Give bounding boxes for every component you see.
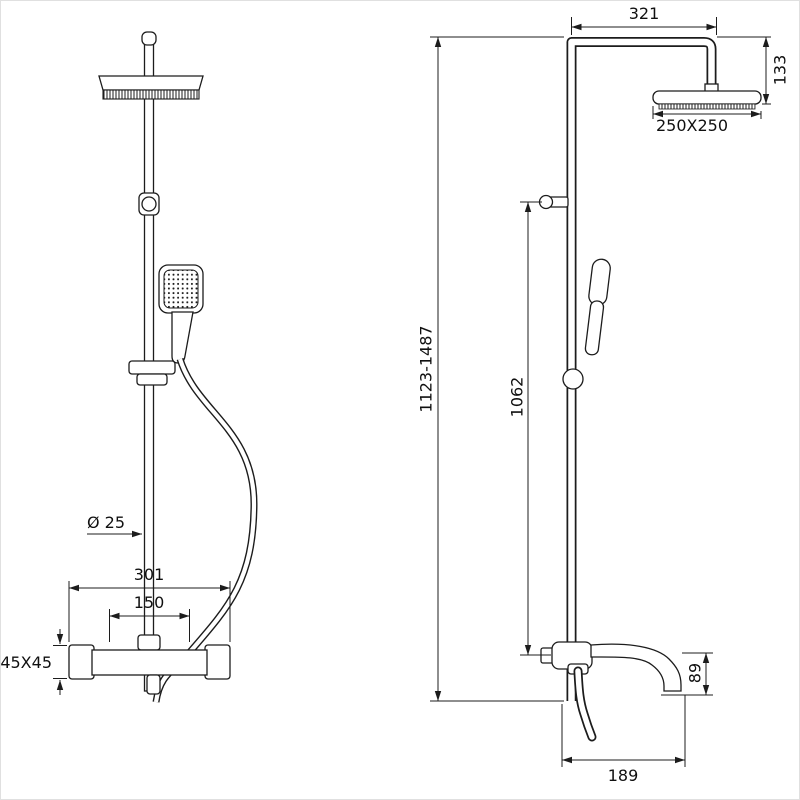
side-hand-shower-head — [588, 258, 611, 306]
dim-inlet-spacing: 150 — [109, 593, 190, 642]
dim-height-range: 1123-1487 — [417, 36, 564, 702]
dim-mixer-width: 301 — [68, 565, 231, 642]
dim-head-drop: 133 — [717, 36, 790, 105]
slider-bracket-upper — [128, 360, 176, 375]
slider-bracket-lower — [136, 373, 168, 386]
side-hand-shower — [584, 258, 611, 356]
dim-mixer-profile: 45X45 — [1, 629, 67, 695]
dim-pipe-diameter: Ø 25 — [87, 513, 142, 538]
hand-shower-handle — [171, 311, 194, 364]
dim-head-size: 250X250 — [652, 106, 762, 135]
dim-spout-height: 89 — [661, 652, 713, 696]
arm-reach-label: 321 — [629, 4, 660, 23]
riser-height-label: 1062 — [508, 377, 527, 418]
side-hand-shower-handle — [584, 300, 605, 356]
side-rain-head — [652, 90, 762, 105]
mixer-profile-label: 45X45 — [1, 653, 52, 672]
mixer-left-cap — [68, 644, 95, 680]
mixer-top-connector — [137, 634, 161, 651]
mixer-right-cap — [204, 644, 231, 680]
mixer-hose-outlet — [146, 674, 161, 695]
dim-spout-reach: 189 — [561, 695, 686, 785]
rain-head-plate — [98, 75, 204, 91]
spout-reach-label: 189 — [608, 766, 639, 785]
side-rain-head-face — [658, 103, 756, 110]
side-lever-inner — [575, 668, 595, 740]
rain-head-face — [102, 89, 200, 100]
inlet-spacing-label: 150 — [134, 593, 165, 612]
front-view: Ø 25 301 150 45X45 — [1, 31, 258, 703]
spout-height-label: 89 — [686, 663, 705, 683]
side-slider-knob — [562, 368, 584, 390]
head-size-label: 250X250 — [656, 116, 728, 135]
dim-arm-reach: 321 — [571, 4, 717, 35]
pipe-top-cap — [141, 31, 157, 46]
mixer-width-label: 301 — [134, 565, 165, 584]
pipe-diameter-label: Ø 25 — [87, 513, 125, 532]
side-spout — [590, 643, 682, 692]
hand-shower-face — [163, 269, 199, 309]
mixer-body — [91, 649, 208, 676]
side-riser-arm-tube-inner — [568, 38, 715, 701]
head-drop-label: 133 — [771, 55, 790, 86]
dim-riser-height: 1062 — [508, 201, 551, 656]
side-riser-arm-tube — [566, 37, 717, 701]
diverter-knob — [141, 196, 157, 212]
side-view: 321 133 250X250 1123-1487 10 — [417, 4, 790, 785]
height-range-label: 1123-1487 — [417, 325, 436, 412]
